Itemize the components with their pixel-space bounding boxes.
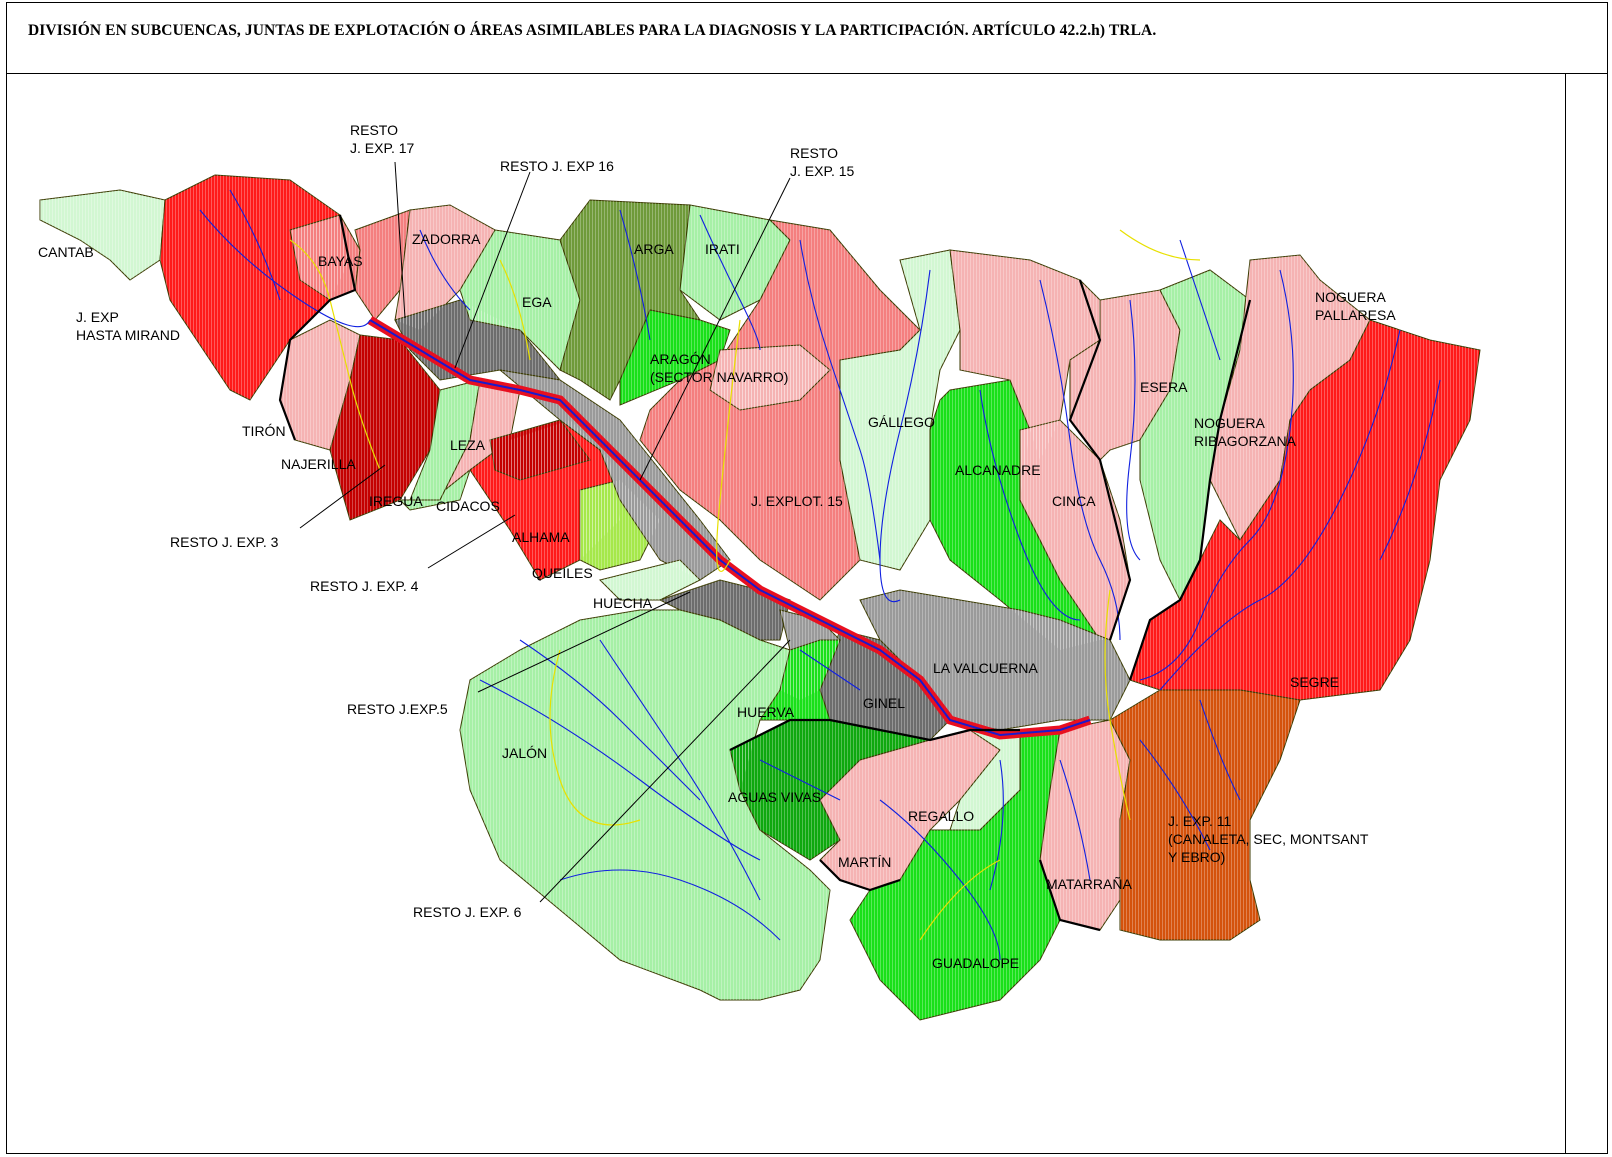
hatch-region-leza <box>410 380 480 500</box>
hatch-region-cidacos <box>445 380 520 490</box>
label-irati: IRATI <box>705 241 740 257</box>
label-alcanadre: ALCANADRE <box>955 462 1041 478</box>
hatch-region-la-valcuerna <box>860 590 1130 730</box>
hatch-region-tiron <box>280 320 360 450</box>
hatch-region-martin <box>820 730 1000 890</box>
hatch-region-cinca <box>1020 420 1130 640</box>
label-queiles: QUEILES <box>532 565 593 581</box>
label-noguera-pallaresa-2: PALLARESA <box>1315 307 1396 323</box>
label-aragon-1: ARAGÓN <box>650 351 711 367</box>
label-leza: LEZA <box>450 437 486 453</box>
label-tiron: TIRÓN <box>242 423 286 439</box>
hatch-region-ega <box>460 230 580 370</box>
hatch-region-iregua <box>400 470 470 510</box>
label-resto15-1: RESTO <box>790 145 838 161</box>
label-jexp-hasta-1: J. EXP <box>76 309 119 325</box>
junta-boundaries <box>278 214 1252 932</box>
hatch-region-jalon <box>460 610 830 1000</box>
label-regallo: REGALLO <box>908 808 974 824</box>
map-title: DIVISIÓN EN SUBCUENCAS, JUNTAS DE EXPLOT… <box>28 22 1157 39</box>
label-segre: SEGRE <box>1290 674 1339 690</box>
frame-divider <box>1565 74 1566 1154</box>
label-noguera-ribagorzana-1: NOGUERA <box>1194 415 1265 431</box>
label-cinca: CINCA <box>1052 493 1096 509</box>
label-jexp-hasta-2: HASTA MIRAND <box>76 327 180 343</box>
hatch-region-guadalope <box>850 730 1060 1020</box>
label-martin: MARTÍN <box>838 854 891 870</box>
hatch-region-noguera-ribagorzana <box>1140 270 1250 600</box>
hatch-region-resto-17 <box>355 210 410 320</box>
label-noguera-ribagorzana-2: RIBAGORZANA <box>1194 433 1297 449</box>
label-guadalope: GUADALOPE <box>932 955 1019 971</box>
hatch-region-resto-4 <box>490 420 590 480</box>
hatch-region-alcanadre <box>930 380 1100 650</box>
hatch-region-huecha <box>600 560 700 600</box>
hatch-region-ginel <box>820 630 950 740</box>
label-huecha: HUECHA <box>593 595 653 611</box>
label-resto15-2: J. EXP. 15 <box>790 163 855 179</box>
label-jexp11-3: Y EBRO) <box>1168 849 1225 865</box>
label-resto16: RESTO J. EXP 16 <box>500 158 614 174</box>
label-noguera-pallaresa-1: NOGUERA <box>1315 289 1386 305</box>
river-network <box>199 189 1441 961</box>
hatch-region-jexplot-15 <box>640 220 920 600</box>
label-huerva: HUERVA <box>737 704 795 720</box>
label-gallego: GÁLLEGO <box>868 414 935 430</box>
label-ginel: GINEL <box>863 695 905 711</box>
map-frame <box>6 2 1608 1154</box>
hatch-overlay <box>40 175 1480 1020</box>
title-bar: DIVISIÓN EN SUBCUENCAS, JUNTAS DE EXPLOT… <box>6 2 1608 74</box>
label-resto5: RESTO J.EXP.5 <box>347 701 448 717</box>
label-najerilla: NAJERILLA <box>281 456 356 472</box>
hatch-region-huerva <box>760 640 840 720</box>
label-cidacos: CIDACOS <box>436 498 500 514</box>
hatch-region-esera <box>1070 290 1180 460</box>
label-jexp11-1: J. EXP. 11 <box>1168 813 1232 829</box>
label-aguas-vivas: AGUAS VIVAS <box>728 789 821 805</box>
leader-lines <box>299 161 791 903</box>
hatch-region-aragon-navarro <box>620 310 730 405</box>
hatch-region-resto-15 <box>710 345 830 410</box>
hatch-region-ebro-corridor-gray <box>500 370 730 580</box>
hatch-region-cantabria <box>40 190 165 280</box>
hatch-region-resto-5 <box>660 580 790 640</box>
hatch-region-pink-east-1 <box>950 250 1100 460</box>
hatch-region-bayas <box>290 215 360 300</box>
label-resto3: RESTO J. EXP. 3 <box>170 534 279 550</box>
ebro-river-center <box>369 319 1091 737</box>
label-jexplot15: J. EXPLOT. 15 <box>751 493 843 509</box>
hatch-region-zadorra <box>395 205 495 330</box>
hatch-region-najerilla <box>330 335 440 520</box>
label-valcuerna: LA VALCUERNA <box>933 660 1038 676</box>
hatch-region-matarrana <box>1040 720 1130 930</box>
label-aragon-2: (SECTOR NAVARRO) <box>650 369 788 385</box>
label-resto6: RESTO J. EXP. 6 <box>413 904 522 920</box>
label-resto4: RESTO J. EXP. 4 <box>310 578 419 594</box>
hatch-region-arga <box>560 200 700 400</box>
label-jexp11-2: (CANALETA, SEC, MONTSANT <box>1168 831 1369 847</box>
label-alhama: ALHAMA <box>512 529 570 545</box>
hatch-region-regallo <box>950 730 1020 830</box>
label-esera: ESERA <box>1140 379 1188 395</box>
province-borders <box>289 229 1201 941</box>
label-resto17-1: RESTO <box>350 122 398 138</box>
label-cantab: CANTAB <box>38 244 94 260</box>
label-bayas: BAYAS <box>318 253 363 269</box>
label-matarrana: MATARRAÑA <box>1046 876 1132 892</box>
hatch-region-segre <box>1130 320 1480 700</box>
label-resto17-2: J. EXP. 17 <box>350 140 415 156</box>
label-arga: ARGA <box>634 241 674 257</box>
label-iregua: IREGUA <box>369 493 423 509</box>
hatch-region-jexp-11 <box>1080 690 1300 940</box>
region-labels: CANTAB J. EXP HASTA MIRAND RESTO J. EXP.… <box>38 122 1396 971</box>
label-zadorra: ZADORRA <box>412 231 481 247</box>
label-jalon: JALÓN <box>502 745 547 761</box>
label-ega: EGA <box>522 294 552 310</box>
hatch-region-noguera-pallaresa <box>1210 255 1370 540</box>
